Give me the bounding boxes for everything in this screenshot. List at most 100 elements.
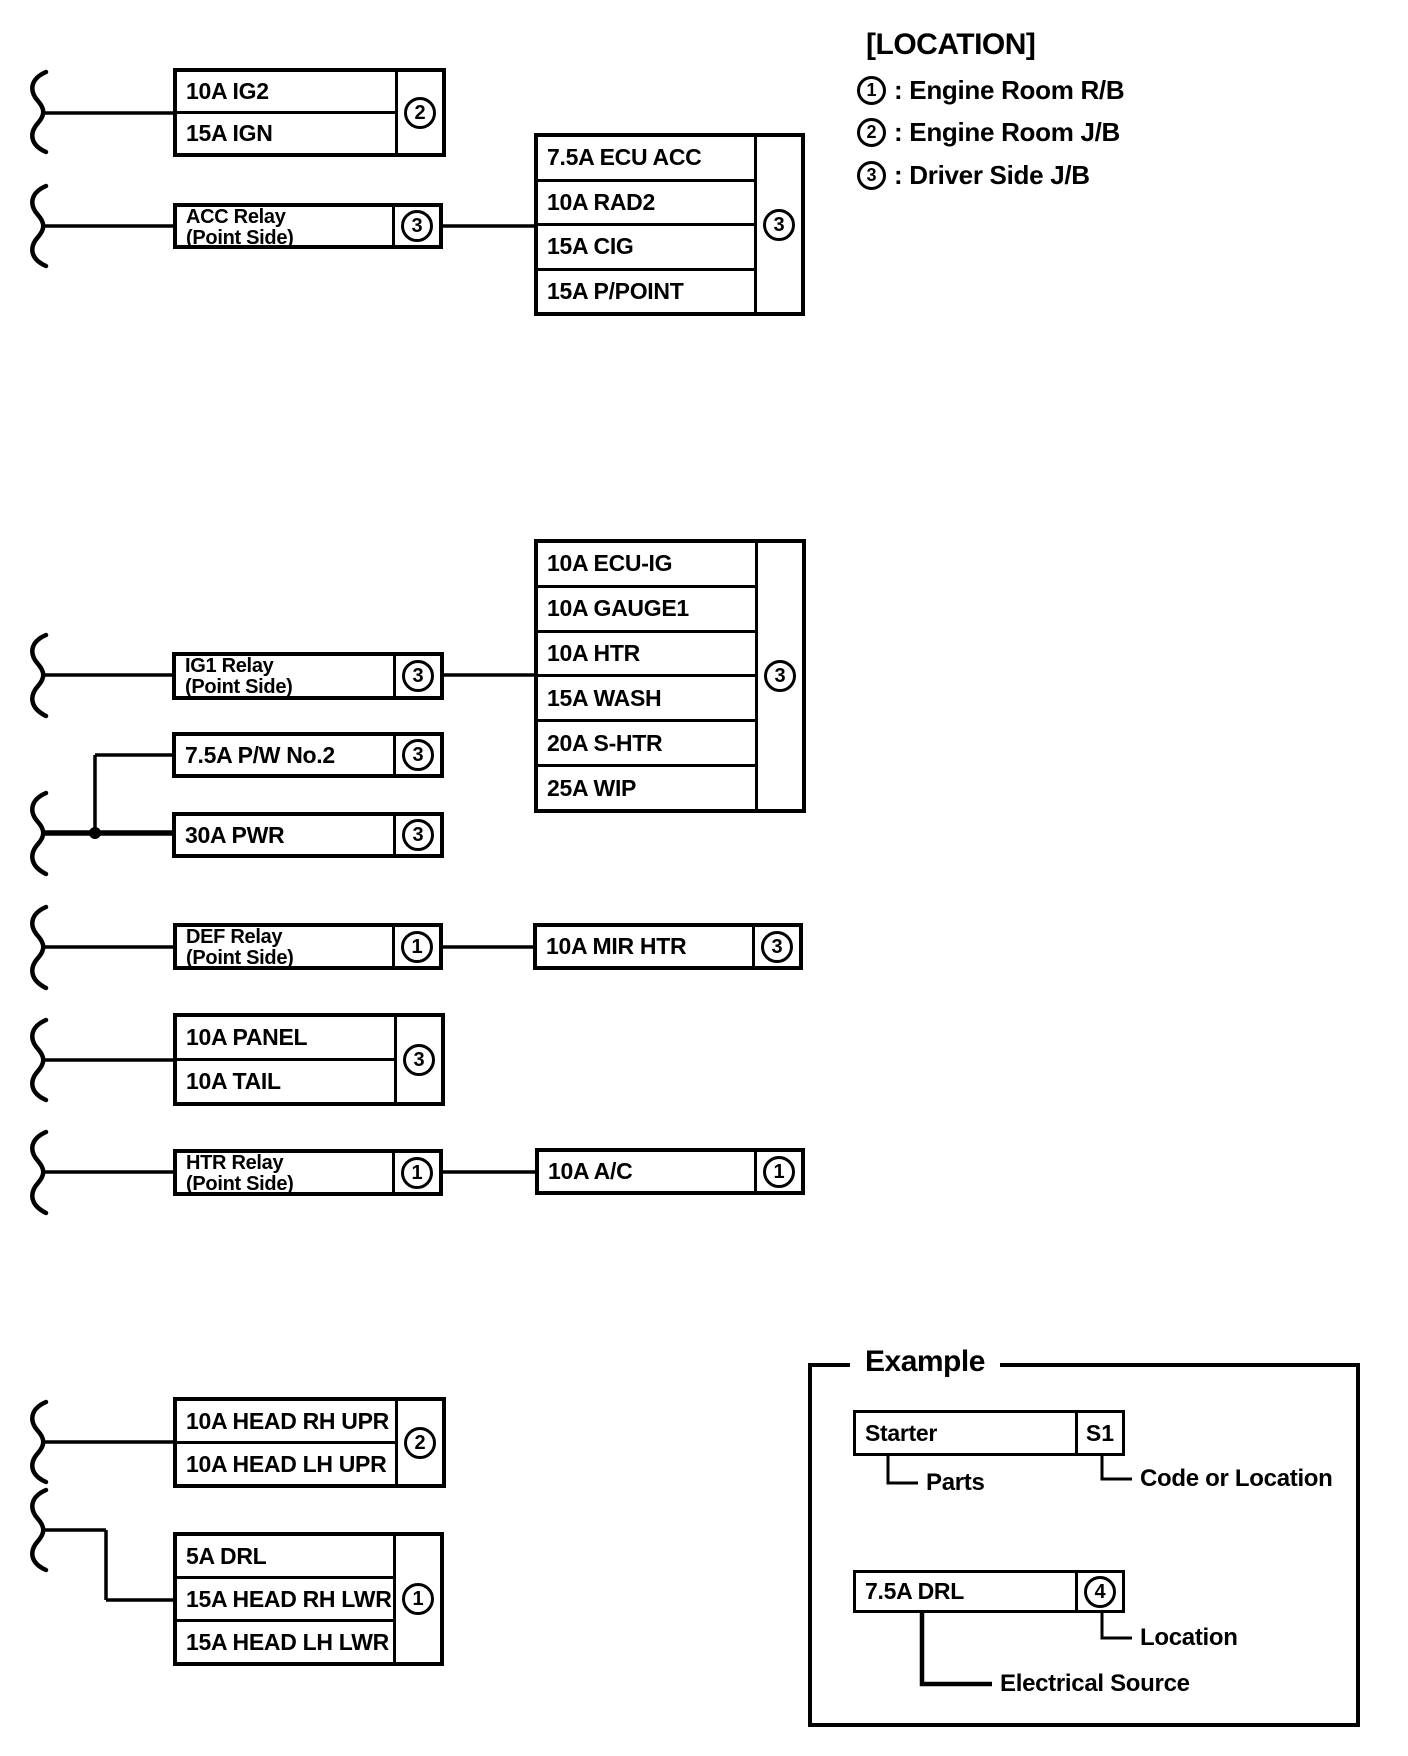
example-source-box: 7.5A DRL 4 xyxy=(853,1570,1125,1613)
location-badge-cell: 3 xyxy=(393,816,440,854)
relay-label: IG1 Relay (Point Side) xyxy=(176,656,393,698)
relay-label: DEF Relay (Point Side) xyxy=(177,927,392,969)
relay-name: HTR Relay xyxy=(186,1152,284,1174)
location-badge-cell: 1 xyxy=(754,1152,801,1191)
fuse-row-pw2: 7.5A P/W No.2 xyxy=(185,741,335,768)
relay-box-def: DEF Relay (Point Side) 1 xyxy=(173,923,443,970)
fuse-row-drl: 5A DRL xyxy=(177,1536,393,1579)
example-code-cell: S1 xyxy=(1075,1413,1122,1453)
location-badge-cell: 3 xyxy=(394,1017,441,1102)
location-badge-cell: 3 xyxy=(752,927,799,966)
location-badge: 3 xyxy=(764,660,796,692)
wire-break-squiggle xyxy=(30,183,49,269)
fuse-row-ign: 15A IGN xyxy=(186,120,273,146)
location-badge: 4 xyxy=(1084,1575,1116,1608)
location-badge: 3 xyxy=(403,1043,435,1076)
fuse-row-tail: 10A TAIL xyxy=(186,1068,281,1094)
location-badge-cell: 3 xyxy=(393,736,440,774)
fuse-row-ppoint: 15A P/POINT xyxy=(547,277,684,304)
location-badge-cell: 1 xyxy=(392,927,439,966)
legend-item-1: 1 : Engine Room R/B xyxy=(857,74,1125,106)
example-leader-lines xyxy=(886,1456,1132,1687)
relay-box-ig1: IG1 Relay (Point Side) 3 xyxy=(172,652,444,700)
fuse-row-pwr: 30A PWR xyxy=(185,821,285,848)
location-badge: 1 xyxy=(763,1155,795,1188)
fuse-box-ig: 10A IG2 15A IGN 2 xyxy=(173,68,446,157)
wire-break-squiggle xyxy=(30,1129,49,1216)
fuse-row-ac: 10A A/C xyxy=(548,1158,633,1184)
location-badge-cell: 2 xyxy=(395,1401,442,1484)
relay-name: ACC Relay xyxy=(186,206,286,228)
code-leader-line xyxy=(1100,1456,1132,1481)
relay-label: HTR Relay (Point Side) xyxy=(177,1153,392,1195)
code-caption: Code or Location xyxy=(1140,1465,1333,1492)
location-badge: 3 xyxy=(763,208,795,241)
location-badge: 3 xyxy=(402,660,434,692)
fuse-row-panel: 10A PANEL xyxy=(177,1017,394,1061)
fuse-box-ac: 10A A/C 1 xyxy=(535,1148,805,1195)
location-badge: 1 xyxy=(401,1156,433,1189)
relay-box-htr: HTR Relay (Point Side) 1 xyxy=(173,1149,443,1196)
legend-title: [LOCATION] xyxy=(866,28,1036,61)
location-badge: 2 xyxy=(404,96,436,129)
wire-break-squiggle xyxy=(30,1487,49,1573)
location-badge-cell: 3 xyxy=(392,207,439,245)
location-badge-cell: 3 xyxy=(754,137,801,312)
location-2-badge: 2 xyxy=(857,117,886,147)
location-badge-cell: 1 xyxy=(393,1536,440,1662)
relay-sub: (Point Side) xyxy=(186,947,294,969)
fuse-row-head-rh-upr: 10A HEAD RH UPR xyxy=(177,1401,395,1444)
relay-sub: (Point Side) xyxy=(185,676,293,698)
legend-item-3-label: : Driver Side J/B xyxy=(894,159,1090,190)
legend-item-1-label: : Engine Room R/B xyxy=(894,74,1125,105)
fuse-box-pwr: 30A PWR 3 xyxy=(172,812,444,858)
location-badge-cell: 4 xyxy=(1075,1573,1122,1610)
fuse-group-ig1: 10A ECU-IG 10A GAUGE1 10A HTR 15A WASH 2… xyxy=(534,539,806,813)
fuse-row-mir-htr: 10A MIR HTR xyxy=(546,933,687,959)
parts-caption: Parts xyxy=(926,1469,985,1496)
wire-break-squiggle xyxy=(30,69,49,155)
source-caption: Electrical Source xyxy=(1000,1670,1190,1697)
fuse-box-panel-tail: 10A PANEL 10A TAIL 3 xyxy=(173,1013,445,1106)
relay-sub: (Point Side) xyxy=(186,1173,294,1195)
fuse-row-ig2: 10A IG2 xyxy=(177,72,395,114)
wire-junction-dot xyxy=(89,827,101,839)
relay-sub: (Point Side) xyxy=(186,227,294,249)
wire-connectors xyxy=(44,111,537,1602)
location-badge-cell: 2 xyxy=(395,72,442,153)
source-leader-line xyxy=(919,1613,992,1687)
relay-name: IG1 Relay xyxy=(185,655,274,677)
location-badge: 1 xyxy=(402,1583,434,1615)
example-part-label: Starter xyxy=(865,1419,938,1446)
wire-break-squiggles xyxy=(30,69,49,1573)
fuse-row-head-lh-lwr: 15A HEAD LH LWR xyxy=(186,1628,389,1655)
location-badge: 1 xyxy=(401,930,433,963)
location-badge-cell: 3 xyxy=(755,543,802,809)
relay-label: ACC Relay (Point Side) xyxy=(177,207,392,249)
fuse-box-pw2: 7.5A P/W No.2 3 xyxy=(172,732,444,778)
location-badge: 3 xyxy=(402,819,434,851)
fuse-row-wash: 15A WASH xyxy=(538,677,755,723)
fuse-row-head-lh-upr: 10A HEAD LH UPR xyxy=(186,1450,387,1477)
location-badge-cell: 1 xyxy=(392,1153,439,1192)
wire-break-squiggle xyxy=(30,632,49,719)
parts-leader-line xyxy=(886,1456,918,1485)
location-leader-line xyxy=(1100,1613,1132,1640)
example-source-label: 7.5A DRL xyxy=(865,1578,964,1604)
location-badge: 3 xyxy=(402,739,434,771)
location-badge: 3 xyxy=(761,930,793,963)
location-badge-cell: 3 xyxy=(393,656,440,696)
wire-break-squiggle xyxy=(30,790,49,877)
fuse-box-head-upr: 10A HEAD RH UPR 10A HEAD LH UPR 2 xyxy=(173,1397,446,1488)
relay-box-acc: ACC Relay (Point Side) 3 xyxy=(173,203,443,249)
example-panel-title: Example xyxy=(850,1345,1000,1379)
location-badge: 3 xyxy=(401,210,433,242)
relay-name: DEF Relay xyxy=(186,926,283,948)
fuse-box-mir-htr: 10A MIR HTR 3 xyxy=(533,923,803,970)
location-badge: 2 xyxy=(404,1426,436,1459)
location-1-badge: 1 xyxy=(857,75,886,105)
location-caption: Location xyxy=(1140,1624,1238,1651)
fuse-row-htr: 10A HTR xyxy=(538,633,755,678)
legend-item-2-label: : Engine Room J/B xyxy=(894,116,1121,147)
